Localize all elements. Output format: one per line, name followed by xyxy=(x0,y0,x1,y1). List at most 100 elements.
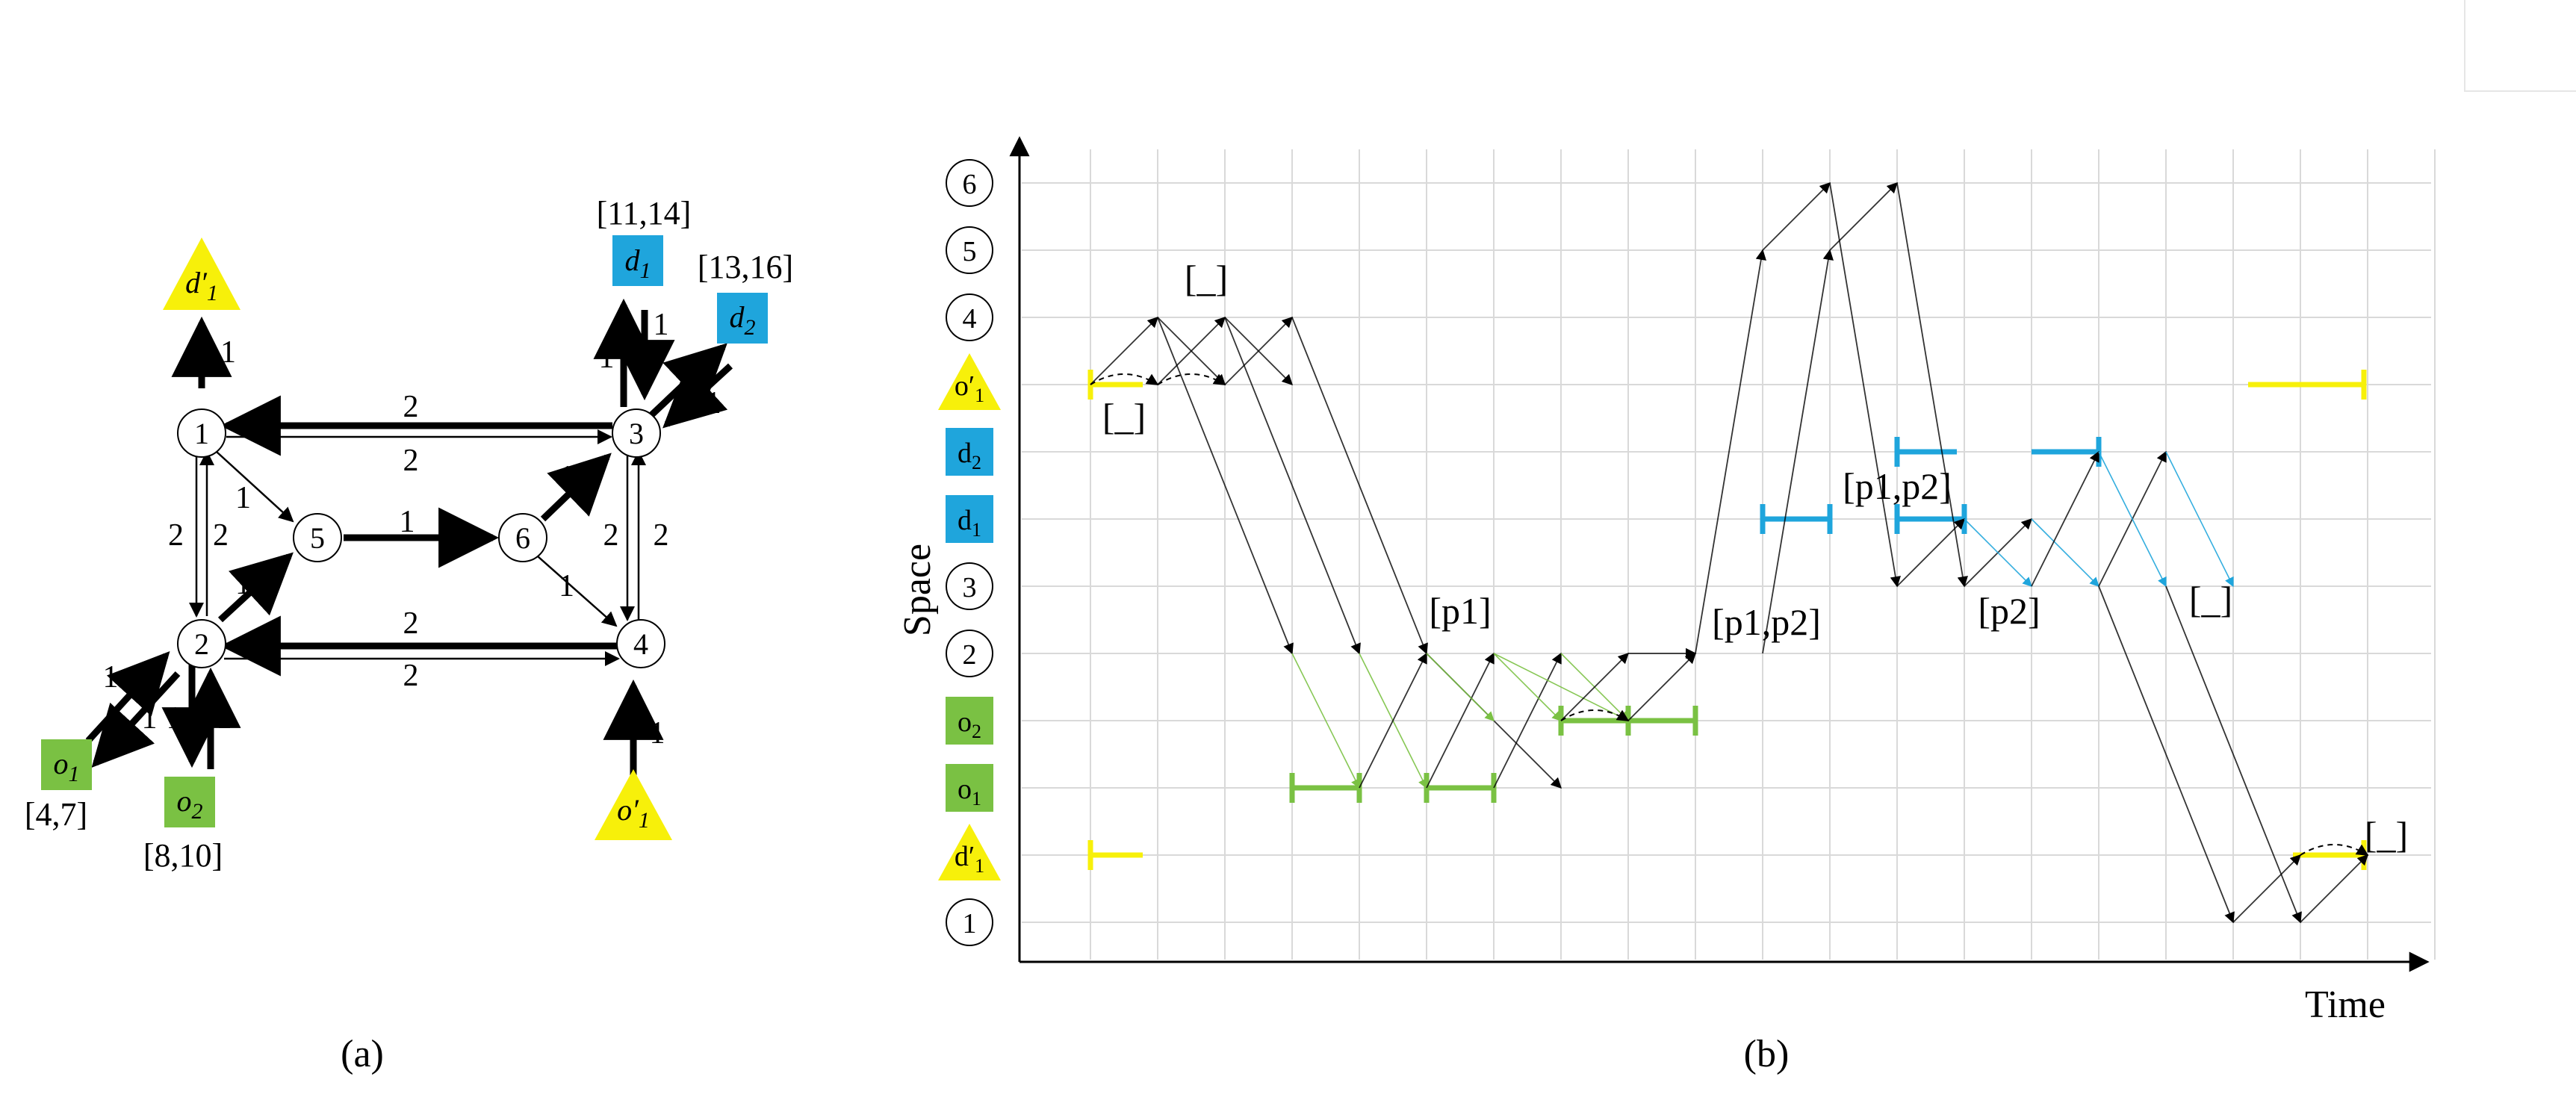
row-label-main: 5 xyxy=(963,236,977,267)
d2-box xyxy=(717,293,768,344)
oprime1-label: o′1 xyxy=(617,793,650,833)
state-p1p2-low: [p1,p2] xyxy=(1712,601,1821,643)
tw-dprime1-start xyxy=(1087,840,1143,870)
time-space-arc xyxy=(1224,317,1361,655)
d2-label: d2 xyxy=(730,300,756,340)
weight-6-3: 1 xyxy=(559,460,574,494)
edge-1-5 xyxy=(216,451,294,523)
time-space-arc xyxy=(1157,317,1294,655)
node-2 xyxy=(177,619,226,668)
edge-6-3 xyxy=(540,453,612,522)
time-space-arc xyxy=(2031,518,2099,587)
o2-label: o2 xyxy=(177,784,203,824)
node-1 xyxy=(177,408,226,458)
caption-b: (b) xyxy=(1744,1033,1790,1075)
row-label-r4: 4 xyxy=(946,293,993,341)
waiting-arc xyxy=(1157,373,1226,385)
weight-3-d1: 1 xyxy=(654,308,669,342)
time-space-arc xyxy=(1291,317,1428,655)
weight-o2-2: 1 xyxy=(217,701,232,736)
row-label-rd2: d2 xyxy=(946,428,993,476)
node-3 xyxy=(612,408,661,458)
time-space-arc xyxy=(1829,181,1899,251)
time-space-arc xyxy=(1695,249,1766,654)
node-5 xyxy=(293,513,342,562)
time-space-arc xyxy=(2165,585,2302,924)
state-p1: [p1] xyxy=(1429,590,1491,632)
weight-1-5: 1 xyxy=(235,481,251,515)
time-space-arc xyxy=(2031,450,2099,587)
d1-time-window: [11,14] xyxy=(597,195,692,232)
edge-d2-3 xyxy=(662,363,733,429)
row-label-r6: 6 xyxy=(946,159,993,207)
o2-box xyxy=(164,777,215,827)
time-space-arc xyxy=(1224,317,1294,386)
time-space-arc xyxy=(1762,249,1834,654)
row-label-text: 2 xyxy=(963,639,977,671)
weight-o1-2: 1 xyxy=(103,660,119,695)
tw-d1-a xyxy=(1760,504,1833,534)
row-label-rd1: d1 xyxy=(946,495,993,543)
weight-5-6: 1 xyxy=(400,505,415,539)
row-label-sub: 2 xyxy=(972,721,981,742)
edge-2-o1 xyxy=(91,671,181,768)
tw-oprime1-end xyxy=(2248,370,2367,400)
state-labels: [_] [_] [p1] [p1,p2] [p1,p2] [p2] [_] [_… xyxy=(1102,258,2408,856)
weight-d2-3: 1 xyxy=(706,386,721,420)
time-space-arc xyxy=(1627,652,1697,721)
o1-box xyxy=(41,739,92,790)
row-label-text: 1 xyxy=(963,908,977,939)
row-label-main: 3 xyxy=(963,572,977,603)
row-node-circle xyxy=(946,630,993,677)
row-label-rd1p: d′1 xyxy=(938,824,1001,880)
row-label-main: d xyxy=(958,505,972,536)
weight-3-4: 2 xyxy=(654,518,669,553)
weight-d1-3: 1 xyxy=(599,341,615,375)
state-empty-start: [_] xyxy=(1102,396,1146,438)
weight-2-5: 1 xyxy=(235,567,251,601)
row-dest-box xyxy=(946,495,993,543)
weight-1-dprime1: 1 xyxy=(220,335,236,370)
weight-2-4: 2 xyxy=(403,659,419,693)
row-node-circle xyxy=(946,159,993,207)
weight-oprime1-4: 1 xyxy=(650,716,665,751)
row-node-circle xyxy=(946,226,993,274)
o1-label: o1 xyxy=(54,747,80,786)
row-label-main: o xyxy=(958,706,972,738)
time-space-arc xyxy=(1493,653,1630,721)
corner-mark xyxy=(2464,0,2576,92)
oprime1-triangle xyxy=(595,769,672,840)
row-label-main: 6 xyxy=(963,169,977,200)
row-label-text: d2 xyxy=(958,438,981,473)
row-label-sub: 2 xyxy=(972,452,981,473)
time-space-arc xyxy=(1426,653,1495,721)
weight-4-2: 2 xyxy=(403,606,419,641)
y-axis-label: Space xyxy=(896,544,939,636)
row-label-ro2: o2 xyxy=(946,697,993,745)
row-label-sub: 1 xyxy=(975,855,984,877)
time-space-arc xyxy=(1964,518,2032,587)
node-2-label: 2 xyxy=(194,627,209,661)
row-label-text: d1 xyxy=(958,505,981,541)
weight-2-1: 2 xyxy=(168,518,184,553)
time-space-arc xyxy=(1291,653,1360,789)
weight-1-3: 2 xyxy=(403,444,419,478)
row-depot-triangle xyxy=(938,824,1001,880)
caption-a: (a) xyxy=(341,1033,384,1075)
row-depot-triangle xyxy=(938,353,1001,410)
time-space-arc xyxy=(2165,451,2234,588)
state-empty-after: [_] xyxy=(2189,579,2232,621)
time-space-arc xyxy=(1493,653,1562,721)
node-4 xyxy=(616,619,665,668)
dprime1-triangle xyxy=(163,237,240,310)
time-space-arc xyxy=(2232,854,2302,923)
waiting-arc xyxy=(2300,844,2369,856)
time-space-arc xyxy=(1762,181,1831,251)
row-label-r1: 1 xyxy=(946,898,993,946)
d1-box xyxy=(612,235,663,286)
edge-2-5 xyxy=(217,552,294,623)
row-node-circle xyxy=(946,562,993,610)
weight-1-2: 2 xyxy=(213,518,229,553)
